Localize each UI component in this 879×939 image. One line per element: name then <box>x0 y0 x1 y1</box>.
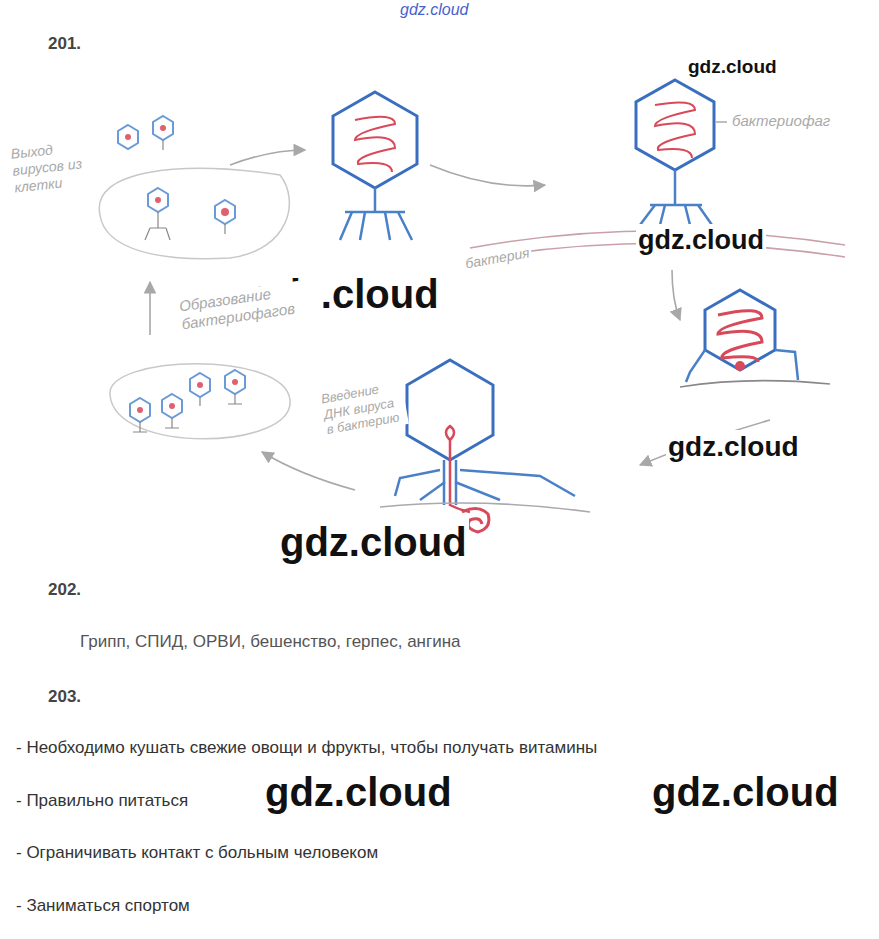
watermark: gdz.cloud <box>666 430 801 464</box>
watermark: gdz.cloud <box>278 518 469 566</box>
list-item: - Заниматься спортом <box>14 896 192 916</box>
part-label: бактериофаг <box>730 112 832 130</box>
watermark: gdz.cloud <box>398 0 471 19</box>
watermark: gdz.cloud <box>650 768 841 816</box>
watermark: gdz.cloud <box>636 224 766 256</box>
phage-assembly <box>110 364 290 439</box>
list-item: - Правильно питаться <box>14 791 190 811</box>
bacteriophage <box>333 92 417 240</box>
task-number: 202. <box>46 580 83 600</box>
task-number: 203. <box>46 687 83 707</box>
phage-attaching <box>470 80 845 260</box>
task-number: 201. <box>46 34 83 54</box>
part-label: бактерия <box>462 244 533 273</box>
dna-injection <box>380 360 590 532</box>
answer-text: Грипп, СПИД, ОРВИ, бешенство, герпес, ан… <box>78 632 463 652</box>
watermark: gdz.cloud <box>686 56 779 79</box>
list-item: - Ограничивать контакт с больным человек… <box>14 843 380 863</box>
released-viruses <box>99 116 289 259</box>
stage-label: Введение ДНК вируса в бактерию <box>318 377 409 438</box>
list-item: - Необходимо кушать свежие овощи и фрукт… <box>14 738 599 758</box>
phage-attached <box>680 290 830 387</box>
stage-label: Выход вирусов из клетки <box>8 136 105 196</box>
watermark: gdz.cloud <box>263 768 454 816</box>
